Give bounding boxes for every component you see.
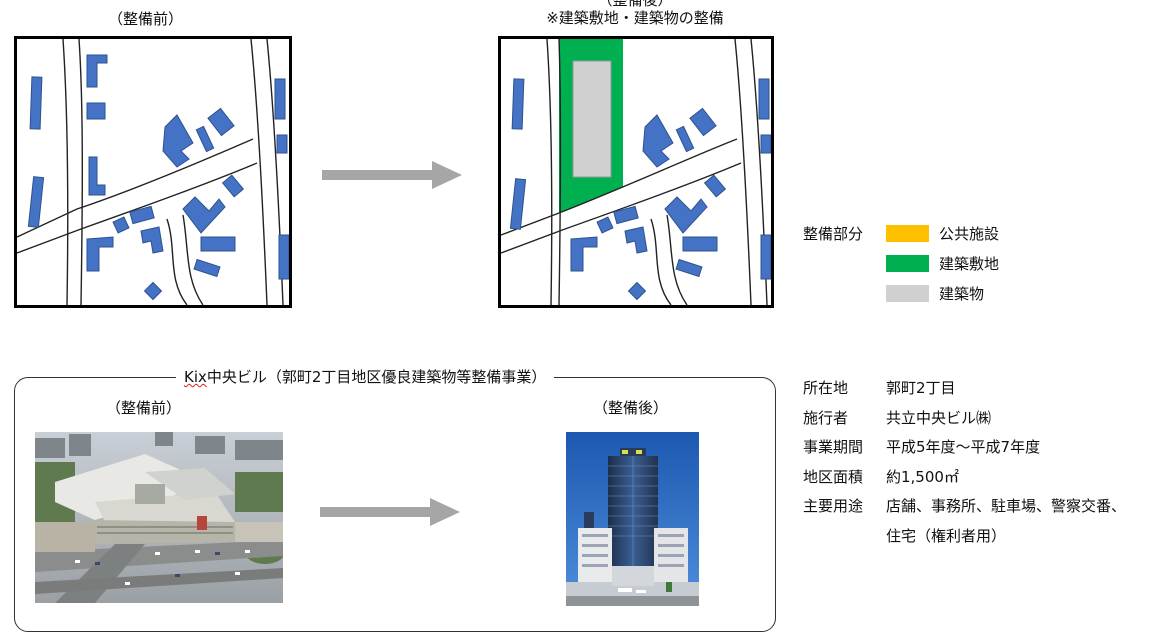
legend-swatch-gray xyxy=(886,284,929,302)
before-site-map xyxy=(14,36,292,308)
info-key: 主要用途 xyxy=(803,497,864,516)
legend-heading: 整備部分 xyxy=(803,225,864,243)
legend-label: 建築敷地 xyxy=(939,254,1000,273)
info-row: 事業期間 平成5年度～平成7年度 xyxy=(803,432,1126,462)
before-after-arrow-top xyxy=(322,161,462,189)
before-after-arrow-bottom xyxy=(320,498,460,526)
project-info-table: 所在地 郭町2丁目 施行者 共立中央ビル㈱ 事業期間 平成5年度～平成7年度 地… xyxy=(803,373,1126,550)
after-map-caption: （整備後） ※建築敷地・建築物の整備 xyxy=(499,0,771,27)
info-key xyxy=(803,521,886,551)
before-aerial-photo xyxy=(35,432,283,603)
photo-after-caption: （整備後） xyxy=(593,399,669,417)
after-map-caption-line1: （整備後） xyxy=(597,0,673,9)
after-site-map xyxy=(498,36,774,308)
info-value: 住宅（権利者用） xyxy=(886,526,1007,545)
legend: 公共施設 建築敷地 建築物 xyxy=(886,222,999,304)
project-title-kix: Kix xyxy=(184,368,207,386)
info-row: 所在地 郭町2丁目 xyxy=(803,373,1126,403)
after-building-photo xyxy=(566,432,699,606)
info-row: 主要用途 店舗、事務所、駐車場、警察交番、 xyxy=(803,491,1126,521)
legend-item-public-facility: 公共施設 xyxy=(886,222,999,244)
project-title-rest: 中央ビル（郭町2丁目地区優良建築物等整備事業） xyxy=(206,368,547,386)
info-key: 施行者 xyxy=(803,408,849,427)
before-map-caption: （整備前） xyxy=(108,10,184,28)
legend-item-building-site: 建築敷地 xyxy=(886,252,999,274)
info-key: 地区面積 xyxy=(803,467,864,486)
info-row: 住宅（権利者用） xyxy=(803,521,1126,551)
legend-label: 建築物 xyxy=(939,284,985,303)
info-key: 所在地 xyxy=(803,379,849,398)
project-info: 所在地 郭町2丁目 施行者 共立中央ビル㈱ 事業期間 平成5年度～平成7年度 地… xyxy=(803,373,1126,550)
info-value: 約1,500㎡ xyxy=(886,467,959,486)
info-row: 地区面積 約1,500㎡ xyxy=(803,462,1126,492)
info-value: 郭町2丁目 xyxy=(886,379,956,398)
info-value: 共立中央ビル㈱ xyxy=(886,408,992,427)
legend-swatch-green xyxy=(886,254,929,272)
project-title: Kix中央ビル（郭町2丁目地区優良建築物等整備事業） xyxy=(176,366,555,387)
after-map-caption-line2: ※建築敷地・建築物の整備 xyxy=(546,9,724,27)
info-value: 平成5年度～平成7年度 xyxy=(886,438,1041,457)
info-value: 店舗、事務所、駐車場、警察交番、 xyxy=(886,497,1127,516)
legend-label: 公共施設 xyxy=(939,224,1000,243)
legend-item-building: 建築物 xyxy=(886,282,999,304)
info-row: 施行者 共立中央ビル㈱ xyxy=(803,403,1126,433)
photo-before-caption: （整備前） xyxy=(106,399,182,417)
info-key: 事業期間 xyxy=(803,438,864,457)
legend-swatch-yellow xyxy=(886,224,929,242)
